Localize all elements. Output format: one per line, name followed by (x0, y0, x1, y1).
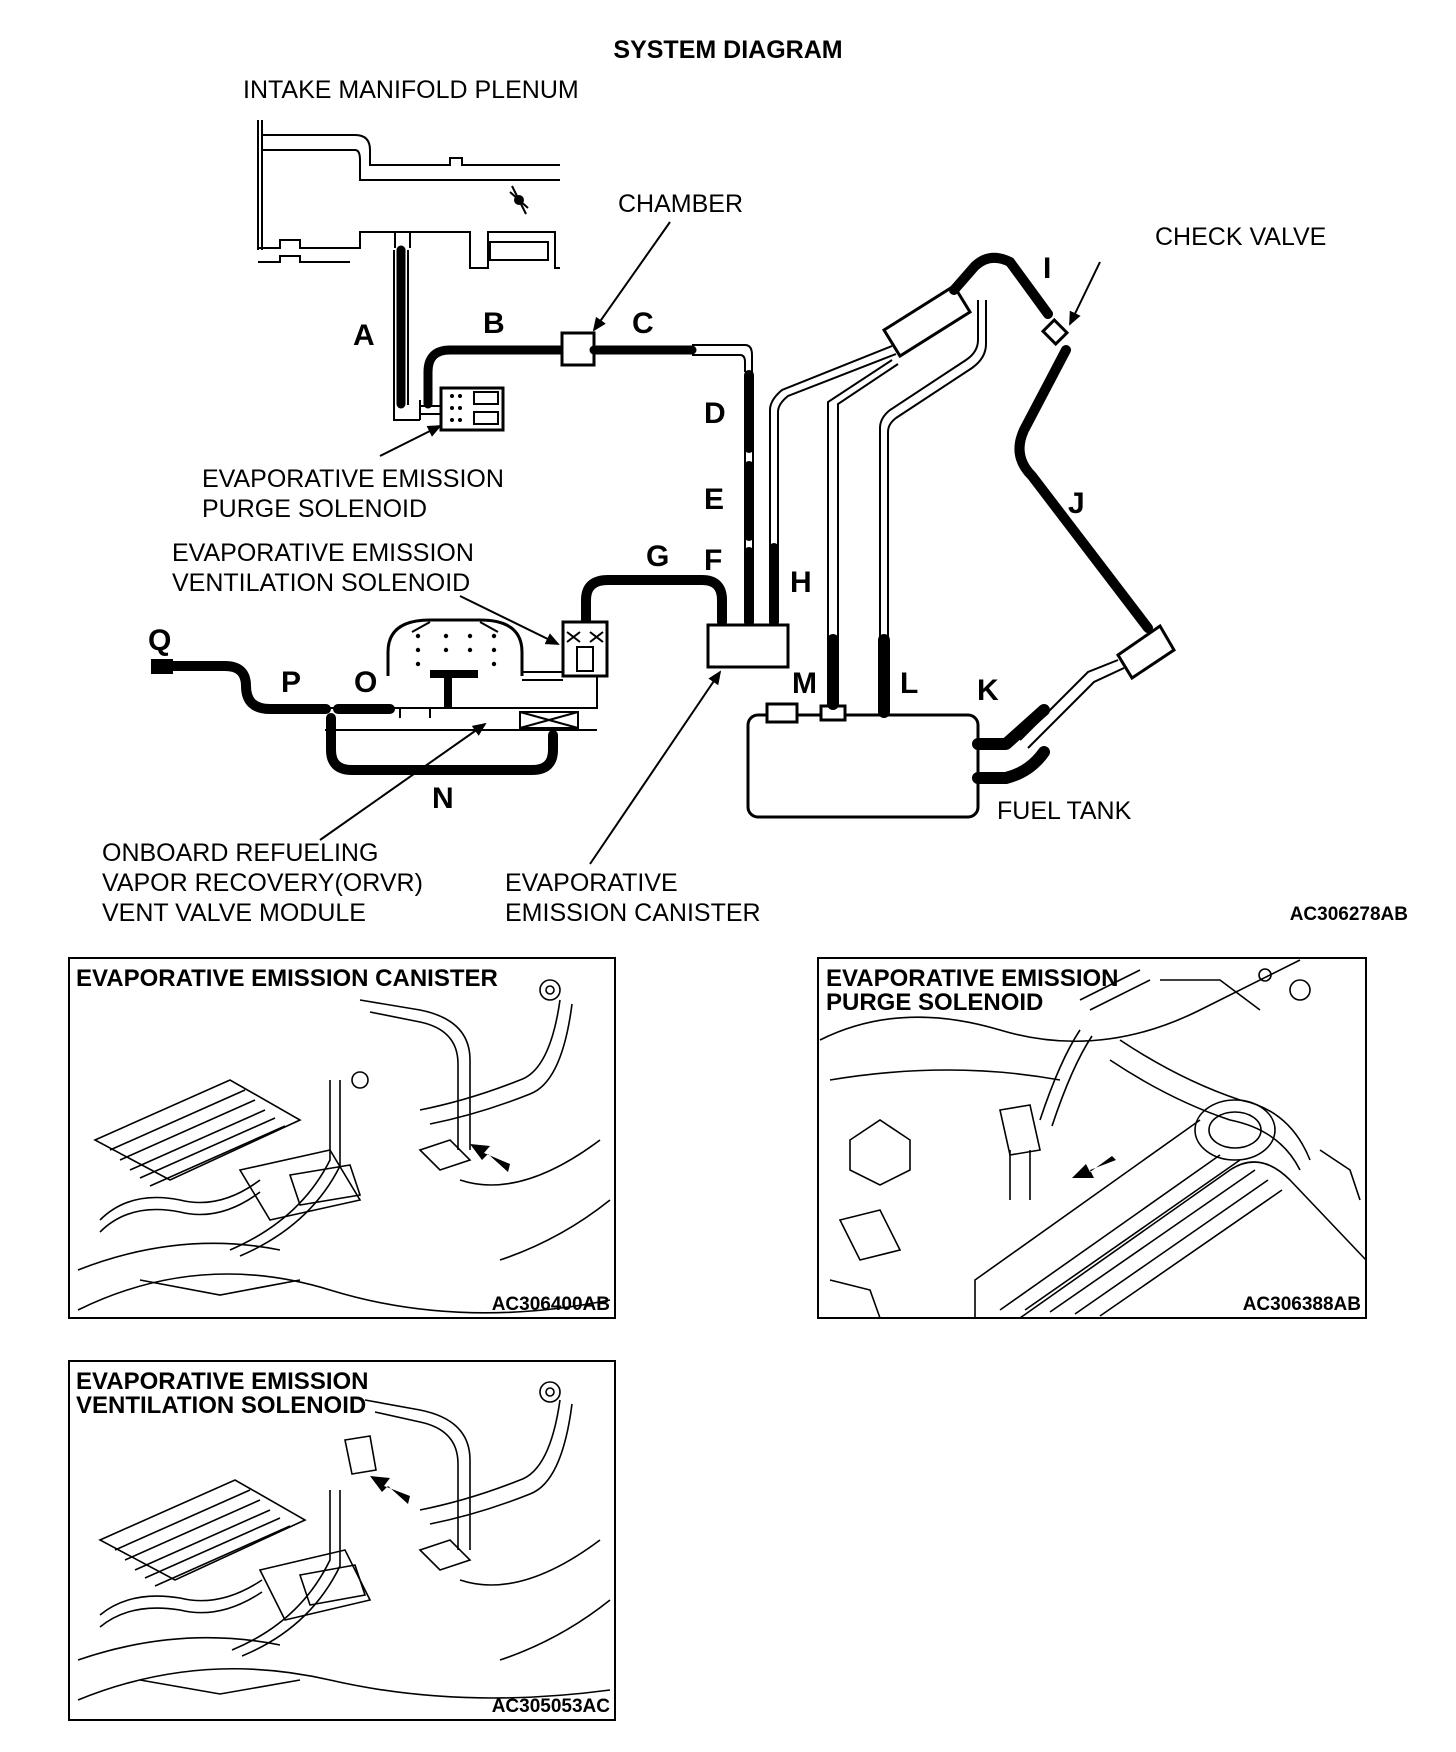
panel-purge-code: AC306388AB (1243, 1294, 1361, 1315)
hose-p (167, 661, 331, 714)
hose-j (1014, 345, 1153, 633)
intake-manifold-label: INTAKE MANIFOLD PLENUM (243, 76, 579, 104)
canister-label-1: EVAPORATIVE (505, 869, 678, 897)
purge-pointer-arrow (1072, 1156, 1116, 1178)
hose-b (423, 345, 567, 409)
hose-label-h: H (790, 566, 812, 599)
hose-label-d: D (704, 397, 726, 430)
diagram-title: SYSTEM DIAGRAM (613, 36, 842, 64)
hose-label-n: N (432, 782, 454, 815)
purge-solenoid-arrow (379, 425, 442, 457)
hose-label-c: C (632, 307, 654, 340)
vent-pointer-arrow (370, 1476, 410, 1504)
panel-vent-title-2: VENTILATION SOLENOID (76, 1392, 366, 1419)
orvr-vent-valve-module (325, 618, 598, 731)
panel-vent-code: AC305053AC (492, 1696, 611, 1717)
hose-g (581, 575, 727, 627)
hose-label-i: I (1043, 252, 1051, 285)
panel-purge-title-2: PURGE SOLENOID (826, 989, 1043, 1016)
hose-label-f: F (704, 544, 722, 577)
purge-solenoid (419, 386, 505, 432)
hose-k (972, 704, 1050, 750)
hose-n (326, 713, 558, 775)
panel-canister-title: EVAPORATIVE EMISSION CANISTER (76, 965, 498, 992)
panel-vent: EVAPORATIVE EMISSION VENTILATION SOLENOI… (68, 1360, 616, 1721)
check-valve (1040, 317, 1070, 347)
hose-i (949, 252, 1053, 319)
chamber-label: CHAMBER (618, 190, 743, 218)
hose-label-b: B (483, 307, 505, 340)
hose-label-p: P (281, 666, 301, 699)
fuel-tank (746, 713, 980, 819)
panel-canister: EVAPORATIVE EMISSION CANISTER AC306400AB (68, 957, 616, 1319)
panel-canister-code: AC306400AB (492, 1294, 610, 1315)
diagram-code: AC306278AB (1290, 904, 1408, 925)
canister-pointer-arrow (470, 1144, 510, 1172)
canister-arrow (589, 670, 722, 865)
hose-label-o: O (354, 666, 377, 699)
hose-label-e: E (704, 483, 724, 516)
chamber (560, 331, 596, 367)
panel-vent-title-1: EVAPORATIVE EMISSION (76, 1368, 369, 1395)
panel-purge: EVAPORATIVE EMISSION PURGE SOLENOID AC30… (817, 957, 1367, 1319)
orvr-label-3: VENT VALVE MODULE (102, 899, 366, 927)
hose-q-end (151, 659, 173, 674)
orvr-arrow (319, 722, 487, 841)
evap-canister (706, 623, 790, 669)
chamber-arrow (592, 221, 671, 332)
orvr-label-1: ONBOARD REFUELING (102, 839, 378, 867)
purge-solenoid-label-1: EVAPORATIVE EMISSION (202, 465, 504, 493)
hose-label-g: G (646, 540, 669, 573)
orvr-label-2: VAPOR RECOVERY(ORVR) (102, 869, 423, 897)
check-valve-arrow (1069, 261, 1101, 326)
hose-k-lower (972, 746, 1050, 784)
intake-manifold-plenum (257, 120, 560, 269)
hose-label-k: K (977, 674, 999, 707)
hose-label-l: L (900, 667, 918, 700)
panel-purge-title-1: EVAPORATIVE EMISSION (826, 965, 1119, 992)
vent-solenoid (561, 620, 609, 678)
purge-solenoid-label-2: PURGE SOLENOID (202, 495, 427, 523)
hose-label-a: A (353, 319, 375, 352)
hose-label-j: J (1068, 487, 1085, 520)
canister-label-2: EMISSION CANISTER (505, 899, 761, 927)
vent-solenoid-label-2: VENTILATION SOLENOID (172, 569, 470, 597)
hose-label-q: Q (148, 624, 171, 657)
hose-label-m: M (792, 667, 817, 700)
fuel-tank-label: FUEL TANK (997, 797, 1132, 825)
vent-solenoid-arrow (459, 595, 560, 645)
vent-solenoid-label-1: EVAPORATIVE EMISSION (172, 539, 474, 567)
check-valve-label: CHECK VALVE (1155, 223, 1326, 251)
